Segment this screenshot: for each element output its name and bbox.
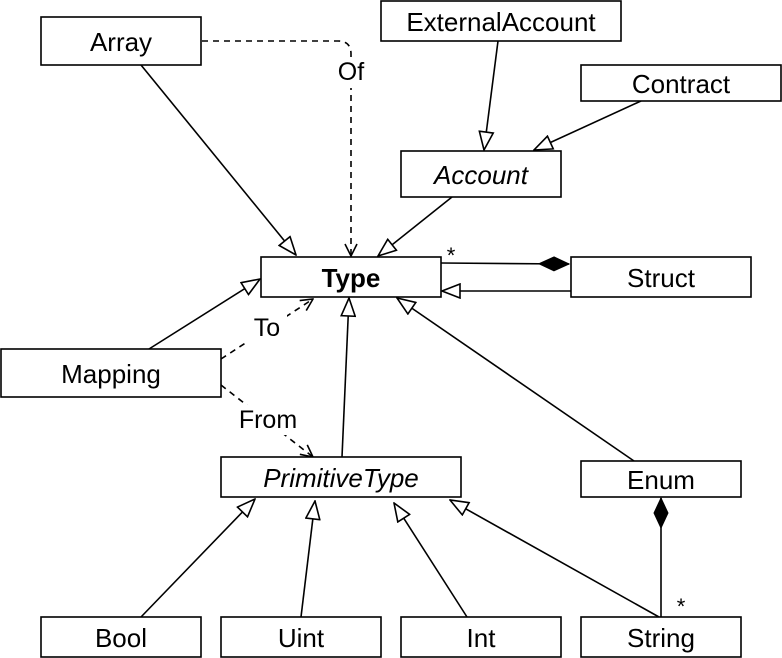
svg-text:Contract: Contract — [632, 69, 731, 99]
svg-text:Struct: Struct — [627, 263, 696, 293]
class-string[interactable]: String — [580, 616, 742, 658]
class-array[interactable]: Array — [40, 16, 202, 66]
edge-bool-to-primitivetype — [140, 499, 255, 618]
edge-enum-to-type — [397, 298, 635, 462]
class-mapping[interactable]: Mapping — [0, 348, 222, 398]
edges — [140, 40, 661, 618]
svg-text:Array: Array — [90, 27, 152, 57]
svg-text:Type: Type — [322, 263, 381, 293]
edge-account-to-type — [378, 196, 453, 256]
class-contract[interactable]: Contract — [580, 64, 782, 102]
class-enum[interactable]: Enum — [580, 460, 742, 498]
edge-string-to-primitivetype — [450, 500, 660, 618]
svg-text:PrimitiveType: PrimitiveType — [263, 463, 419, 493]
class-struct[interactable]: Struct — [570, 256, 752, 298]
edge-mapping-to-dependency — [220, 299, 313, 360]
svg-text:Uint: Uint — [278, 623, 325, 653]
label-of: Of — [338, 58, 364, 86]
svg-text:Int: Int — [467, 623, 497, 653]
class-int[interactable]: Int — [400, 616, 562, 658]
edge-labels: Of To From * * — [233, 58, 686, 619]
edge-uint-to-primitivetype — [300, 501, 315, 618]
edge-array-to-type — [140, 64, 296, 255]
svg-text:Account: Account — [432, 160, 530, 190]
class-uint[interactable]: Uint — [220, 616, 382, 658]
edge-int-to-primitivetype — [394, 503, 468, 618]
edge-primitivetype-to-type — [342, 298, 349, 458]
svg-text:ExternalAccount: ExternalAccount — [406, 7, 596, 37]
label-to: To — [254, 314, 280, 342]
class-account[interactable]: Account — [400, 150, 562, 198]
edge-contract-to-account — [534, 100, 642, 150]
svg-text:Enum: Enum — [627, 465, 695, 495]
edge-mapping-to-type — [148, 279, 260, 350]
multiplicity-enum-string: * — [677, 594, 686, 619]
class-primitive-type[interactable]: PrimitiveType — [220, 456, 462, 498]
label-from: From — [239, 406, 297, 434]
class-type[interactable]: Type — [260, 256, 442, 298]
edge-struct-composes-type — [440, 263, 569, 264]
class-external-account[interactable]: ExternalAccount — [380, 0, 622, 42]
multiplicity-struct-type: * — [447, 243, 456, 268]
class-bool[interactable]: Bool — [40, 616, 202, 658]
edge-externalaccount-to-account — [484, 40, 499, 150]
edge-array-of-type — [202, 40, 351, 256]
svg-text:Mapping: Mapping — [61, 359, 161, 389]
svg-text:String: String — [627, 623, 695, 653]
svg-text:Bool: Bool — [95, 623, 147, 653]
